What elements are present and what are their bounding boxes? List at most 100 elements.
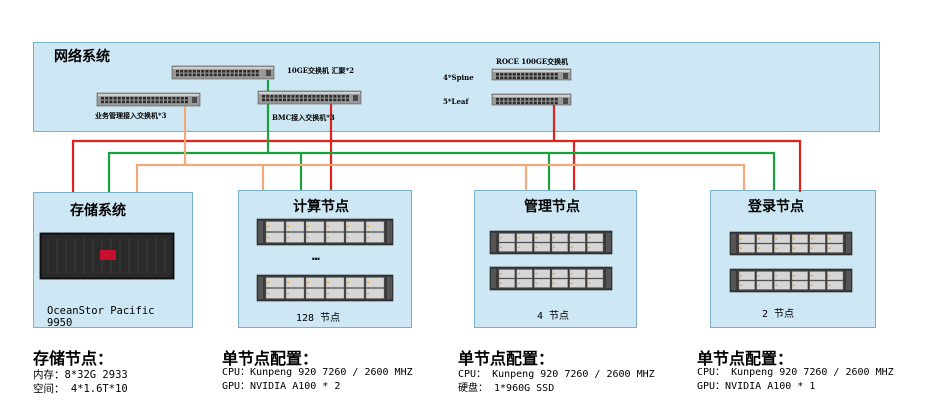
switch-port xyxy=(512,73,516,76)
server-drive-led xyxy=(287,236,289,239)
switch-port xyxy=(255,73,259,77)
switch-port xyxy=(192,73,196,77)
bmc-wire xyxy=(107,151,776,192)
switch-port xyxy=(304,98,307,102)
server-drive-bay xyxy=(516,269,533,279)
server-drive-led xyxy=(553,237,555,239)
server-drive-bay xyxy=(809,234,826,244)
switch-port xyxy=(262,98,265,102)
server-drive-bay xyxy=(791,243,808,253)
switch-port xyxy=(184,70,188,73)
switch-port xyxy=(134,100,138,104)
server-drive-led xyxy=(810,247,813,249)
server-drive-led xyxy=(500,237,502,239)
server-drive-led xyxy=(793,247,795,249)
switch-port xyxy=(521,101,525,105)
switch-port xyxy=(192,70,196,73)
switch-port xyxy=(550,101,554,105)
server-drive-led xyxy=(757,284,760,286)
server-ear xyxy=(258,277,263,299)
switch-port xyxy=(122,97,125,100)
server-ear xyxy=(491,233,496,252)
server-drive-bay xyxy=(791,234,808,244)
server-ear xyxy=(258,221,263,243)
switch-port xyxy=(337,95,341,98)
server-drive-bay xyxy=(325,288,345,299)
server-drive-led xyxy=(287,292,289,295)
server-drive-bay xyxy=(587,233,604,243)
server-drive-led xyxy=(757,247,760,249)
storage-spec-title: 存储节点： xyxy=(33,349,114,368)
switch-port xyxy=(525,101,529,105)
server-drive-bay xyxy=(827,243,844,253)
login-spec-list: CPU： Kunpeng 920 7260 / 2600 MHZ GPU：NVI… xyxy=(697,366,894,394)
switch-port xyxy=(554,73,558,76)
switch-port xyxy=(333,98,337,102)
switch-port xyxy=(525,76,529,80)
server-drive-led xyxy=(588,282,591,284)
server-drive-bay xyxy=(345,232,365,243)
switch-port xyxy=(274,98,278,102)
switch-port xyxy=(538,76,541,80)
switch-port xyxy=(325,98,328,102)
server-drive-bay xyxy=(791,280,808,290)
switch-port xyxy=(113,97,117,100)
switch-port xyxy=(122,100,125,104)
switch-port xyxy=(542,101,546,105)
server-drive-bay xyxy=(756,271,773,281)
server-ear xyxy=(491,269,496,288)
switch-port xyxy=(230,73,234,77)
server-drive-led xyxy=(287,225,289,228)
server-drive-led xyxy=(775,284,778,286)
switch-port xyxy=(239,73,242,77)
server-drive-led xyxy=(828,284,831,286)
switch-uplink xyxy=(266,70,271,76)
switch-port xyxy=(496,73,499,76)
management-spec-title: 单节点配置： xyxy=(458,349,555,368)
switch-port xyxy=(138,100,142,104)
management-node-box xyxy=(474,190,637,328)
server-drive-bay xyxy=(791,271,808,281)
switch-port xyxy=(185,100,188,104)
server-drive-bay xyxy=(325,277,345,288)
switch-port xyxy=(500,98,504,101)
login-node-title: 登录节点 xyxy=(748,199,804,215)
server-ear xyxy=(846,271,851,290)
server-drive-bay xyxy=(265,277,285,288)
switch-port xyxy=(521,98,525,101)
switch-port xyxy=(247,73,251,77)
server-drive-led xyxy=(775,275,778,277)
switch-port xyxy=(117,97,121,100)
switch-port xyxy=(538,98,541,101)
vendor-logo-icon xyxy=(100,250,116,260)
switch-port xyxy=(180,97,184,100)
server-drive-bay xyxy=(365,288,385,299)
switch-port xyxy=(546,76,550,80)
network-system-title: 网络系统 xyxy=(54,49,110,65)
switch-port xyxy=(554,98,558,101)
switch-port xyxy=(316,98,320,102)
switch-port xyxy=(188,73,192,77)
server-drive-bay xyxy=(587,269,604,279)
server-drive-bay xyxy=(774,234,791,244)
server-drive-bay xyxy=(325,232,345,243)
server-drive-bay xyxy=(285,232,305,243)
server-drive-bay xyxy=(534,233,551,243)
server-drive-led xyxy=(267,225,269,228)
server-drive-led xyxy=(347,292,349,295)
switch-port xyxy=(113,100,117,104)
switch-port xyxy=(274,95,278,98)
switch-port xyxy=(262,95,265,98)
switch-port xyxy=(291,95,295,98)
switch-port xyxy=(147,100,151,104)
switch-port xyxy=(512,101,516,105)
switch-10ge-label: 10GE交换机 汇聚*2 xyxy=(287,66,355,75)
switch-port xyxy=(109,97,113,100)
switch-port xyxy=(151,100,155,104)
server-drive-led xyxy=(367,225,369,228)
switch-port xyxy=(312,98,316,102)
server-drive-led xyxy=(517,282,520,284)
switch-port xyxy=(222,70,226,73)
switch-port xyxy=(239,70,242,73)
server-drive-bay xyxy=(569,242,586,252)
